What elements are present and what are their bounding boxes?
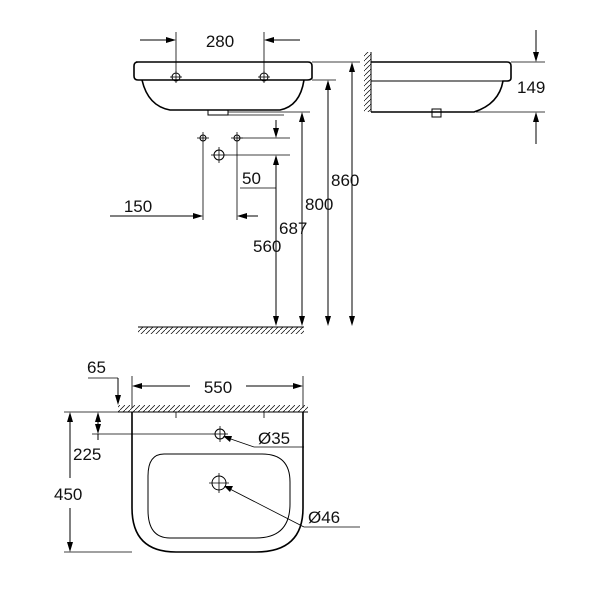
side-elevation: 149: [364, 30, 545, 144]
dim-projection: 450: [54, 485, 82, 504]
dim-width: 550: [204, 378, 232, 397]
dim-height-800: 800: [305, 195, 333, 214]
tap-hole-plan: [212, 426, 228, 442]
tap-hole-right: [258, 71, 270, 83]
supply-point-left: [197, 132, 209, 144]
plan-view: 550 65 450 225 Ø35 Ø46: [54, 358, 360, 553]
front-elevation: 280 150 50: [110, 32, 360, 334]
dim-waste-offset: 50: [242, 169, 261, 188]
floor-line: [138, 326, 304, 334]
basin-front-bowl: [141, 79, 305, 111]
dim-height-687: 687: [279, 219, 307, 238]
dim-wall-offset: 65: [87, 358, 106, 377]
tap-hole-left: [170, 71, 182, 83]
dim-waste-diameter: Ø46: [308, 508, 340, 527]
dim-supply-spacing: 150: [124, 197, 152, 216]
basin-side-profile: [371, 61, 512, 113]
dim-tap-hole-depth: 225: [73, 445, 101, 464]
dim-height-560: 560: [253, 237, 281, 256]
dim-tap-hole-diameter: Ø35: [258, 429, 290, 448]
dim-tap-spacing: 280: [206, 32, 234, 51]
waste-outlet-side: [431, 108, 442, 118]
wall-hatch-plan: [118, 405, 308, 413]
waste-hole-plan: [209, 473, 229, 493]
waste-outlet-front: [207, 109, 229, 116]
dim-depth: 149: [517, 78, 545, 97]
waste-connection-point: [211, 147, 227, 163]
dim-height-860: 860: [331, 171, 359, 190]
basin-front-rim: [133, 61, 313, 81]
wall-hatch-side: [364, 52, 372, 112]
basin-plan-bowl: [147, 453, 291, 539]
basin-plan-outline: [131, 412, 304, 553]
